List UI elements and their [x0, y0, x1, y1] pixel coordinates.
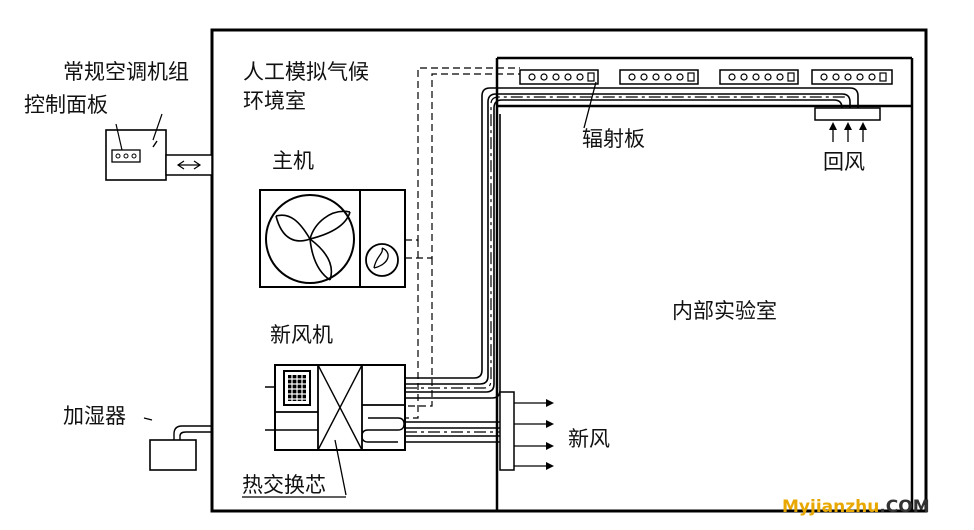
radiant-panel-1 [519, 69, 599, 85]
compressor-icon [365, 243, 399, 277]
fresh-air-unit [265, 364, 406, 451]
air-ducts [405, 87, 859, 443]
label-fresh-air-unit: 新风机 [270, 323, 333, 347]
return-air-grille [814, 107, 881, 142]
watermark-part3: .COM [879, 497, 929, 517]
watermark-part1: My [782, 497, 810, 517]
label-climate-chamber-line2: 环境室 [243, 89, 306, 113]
radiant-panel-leader [583, 81, 597, 129]
label-fresh-air: 新风 [568, 427, 610, 451]
label-humidifier: 加湿器 [63, 404, 126, 428]
label-inner-lab: 内部实验室 [672, 299, 777, 323]
filter-icon [283, 370, 311, 406]
radiant-panel-2 [619, 69, 699, 85]
label-conventional-ac-unit: 常规空调机组 [63, 60, 189, 84]
fan-icon [265, 194, 355, 284]
control-panel [105, 113, 213, 181]
radiant-panels [519, 69, 893, 85]
duct-centerlines [405, 96, 846, 433]
label-radiant-panel: 辐射板 [582, 127, 645, 151]
climate-chamber-outline [210, 28, 928, 513]
watermark-part2: jianzhu [809, 497, 879, 517]
heat-core-leader [334, 439, 347, 496]
label-return-air: 回风 [823, 150, 865, 174]
refrigerant-lines [405, 67, 520, 419]
label-heat-exchange-core: 热交换芯 [242, 473, 326, 497]
heating-coil-icon [361, 417, 405, 443]
label-main-unit: 主机 [272, 149, 314, 173]
humidifier [143, 417, 212, 471]
main-unit [259, 189, 406, 288]
label-climate-chamber-line1: 人工模拟气候 [243, 60, 369, 84]
radiant-panel-3 [719, 69, 799, 85]
fresh-air-diffuser [499, 391, 554, 471]
label-control-panel: 控制面板 [24, 93, 108, 117]
watermark: Myjianzhu.COM [782, 497, 930, 517]
radiant-panel-4 [811, 69, 893, 85]
